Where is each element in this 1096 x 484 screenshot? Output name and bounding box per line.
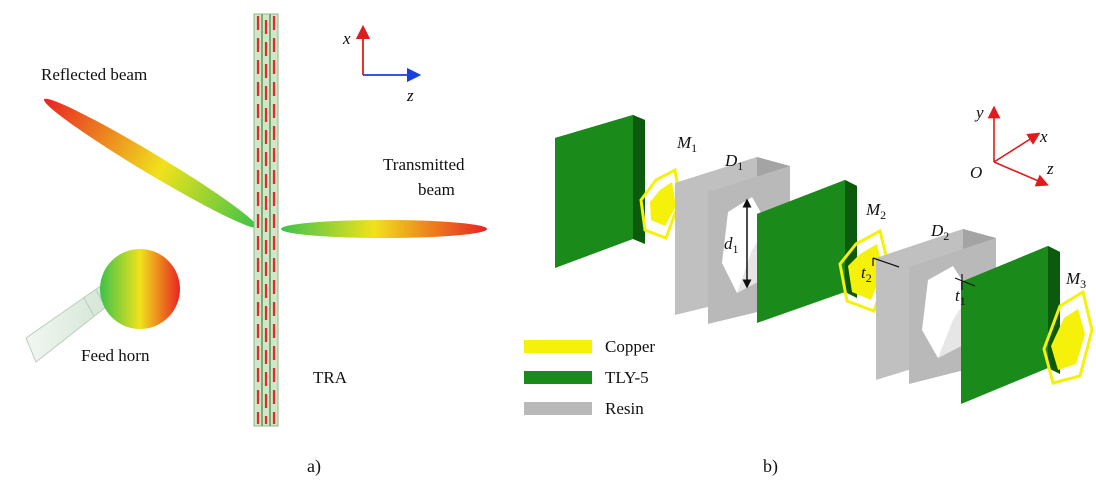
label-t2: t2 [861, 263, 872, 285]
legend-label-resin: Resin [605, 399, 644, 418]
board-m1 [555, 115, 645, 268]
axis-origin-label: O [970, 163, 982, 182]
tra-array [253, 13, 279, 427]
label-m1: M1 [676, 133, 697, 155]
legend: Copper TLY-5 Resin [524, 337, 655, 418]
label-m3: M3 [1065, 269, 1086, 291]
label-t1: t1 [955, 286, 966, 308]
legend-swatch-copper [524, 340, 592, 353]
caption-a: a) [307, 456, 321, 477]
feed-pattern [100, 249, 180, 329]
reflected-beam-label: Reflected beam [41, 65, 147, 84]
transmitted-beam-label-line1: Transmitted [383, 155, 465, 174]
label-m2: M2 [865, 200, 886, 222]
dimension-t1 [954, 274, 976, 290]
panel-b: M1 D1 M2 D2 M3 d1 t2 t1 y x z O Copper T… [524, 103, 1094, 477]
dimension-t2 [872, 257, 900, 268]
reflected-beam-lobe [44, 98, 257, 228]
transmitted-beam-label-line2: beam [418, 180, 455, 199]
board-m2 [757, 180, 857, 323]
feed-horn-label: Feed horn [81, 346, 150, 365]
legend-label-tly5: TLY-5 [605, 368, 649, 387]
axes-panel-a: x z [342, 24, 422, 105]
legend-label-copper: Copper [605, 337, 655, 356]
legend-swatch-resin [524, 402, 592, 415]
axis-z-label: z [406, 86, 414, 105]
label-d1: D1 [724, 151, 743, 173]
transmitted-beam-lobe [281, 220, 487, 238]
copper-hex-m3 [1042, 289, 1094, 385]
legend-swatch-tly5 [524, 371, 592, 384]
axis-y-label: y [974, 103, 984, 122]
panel-a: Reflected beam Transmitted beam Feed hor… [25, 13, 487, 477]
copper-hex-m1 [639, 167, 682, 240]
axis-z-label-b: z [1046, 159, 1054, 178]
caption-b: b) [763, 456, 778, 477]
tra-label: TRA [313, 368, 348, 387]
axis-x-label: x [342, 29, 351, 48]
label-d2: D2 [930, 221, 949, 243]
label-d1-dimension: d1 [724, 234, 739, 256]
axis-x-label-b: x [1039, 127, 1048, 146]
feed-horn [25, 249, 180, 363]
axes-panel-b: y x z O [970, 103, 1054, 187]
